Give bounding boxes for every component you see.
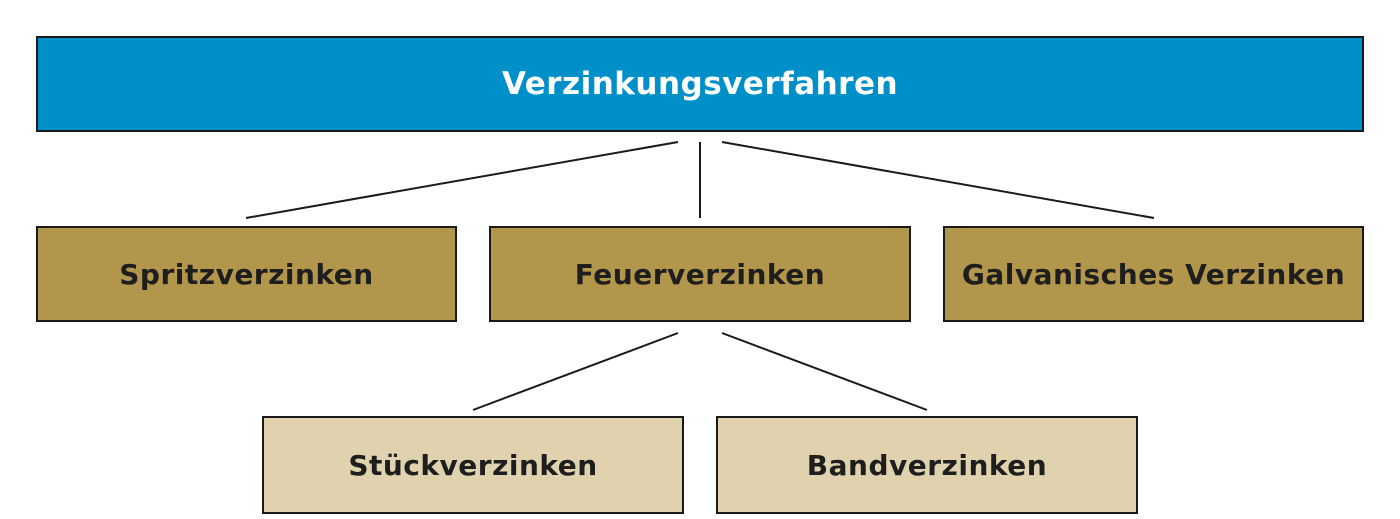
edge-root-spritzverzinken <box>245 141 679 219</box>
root-node-verzinkungsverfahren: Verzinkungsverfahren <box>36 36 1364 132</box>
node-bandverzinken: Bandverzinken <box>716 416 1138 514</box>
edge-feuerverzinken-bandverzinken <box>721 332 928 411</box>
node-label: Feuerverzinken <box>574 257 826 291</box>
node-galvanisches-verzinken: Galvanisches Verzinken <box>943 226 1364 322</box>
node-label: Bandverzinken <box>806 448 1048 482</box>
node-label: Galvanisches Verzinken <box>961 257 1346 291</box>
node-stueckverzinken: Stückverzinken <box>262 416 684 514</box>
root-node-label: Verzinkungsverfahren <box>501 66 899 102</box>
edge-feuerverzinken-stueckverzinken <box>472 332 679 411</box>
node-label: Stückverzinken <box>348 448 598 482</box>
node-spritzverzinken: Spritzverzinken <box>36 226 457 322</box>
node-label: Spritzverzinken <box>119 257 374 291</box>
edge-root-galvanisches-verzinken <box>721 141 1155 219</box>
node-feuerverzinken: Feuerverzinken <box>489 226 911 322</box>
